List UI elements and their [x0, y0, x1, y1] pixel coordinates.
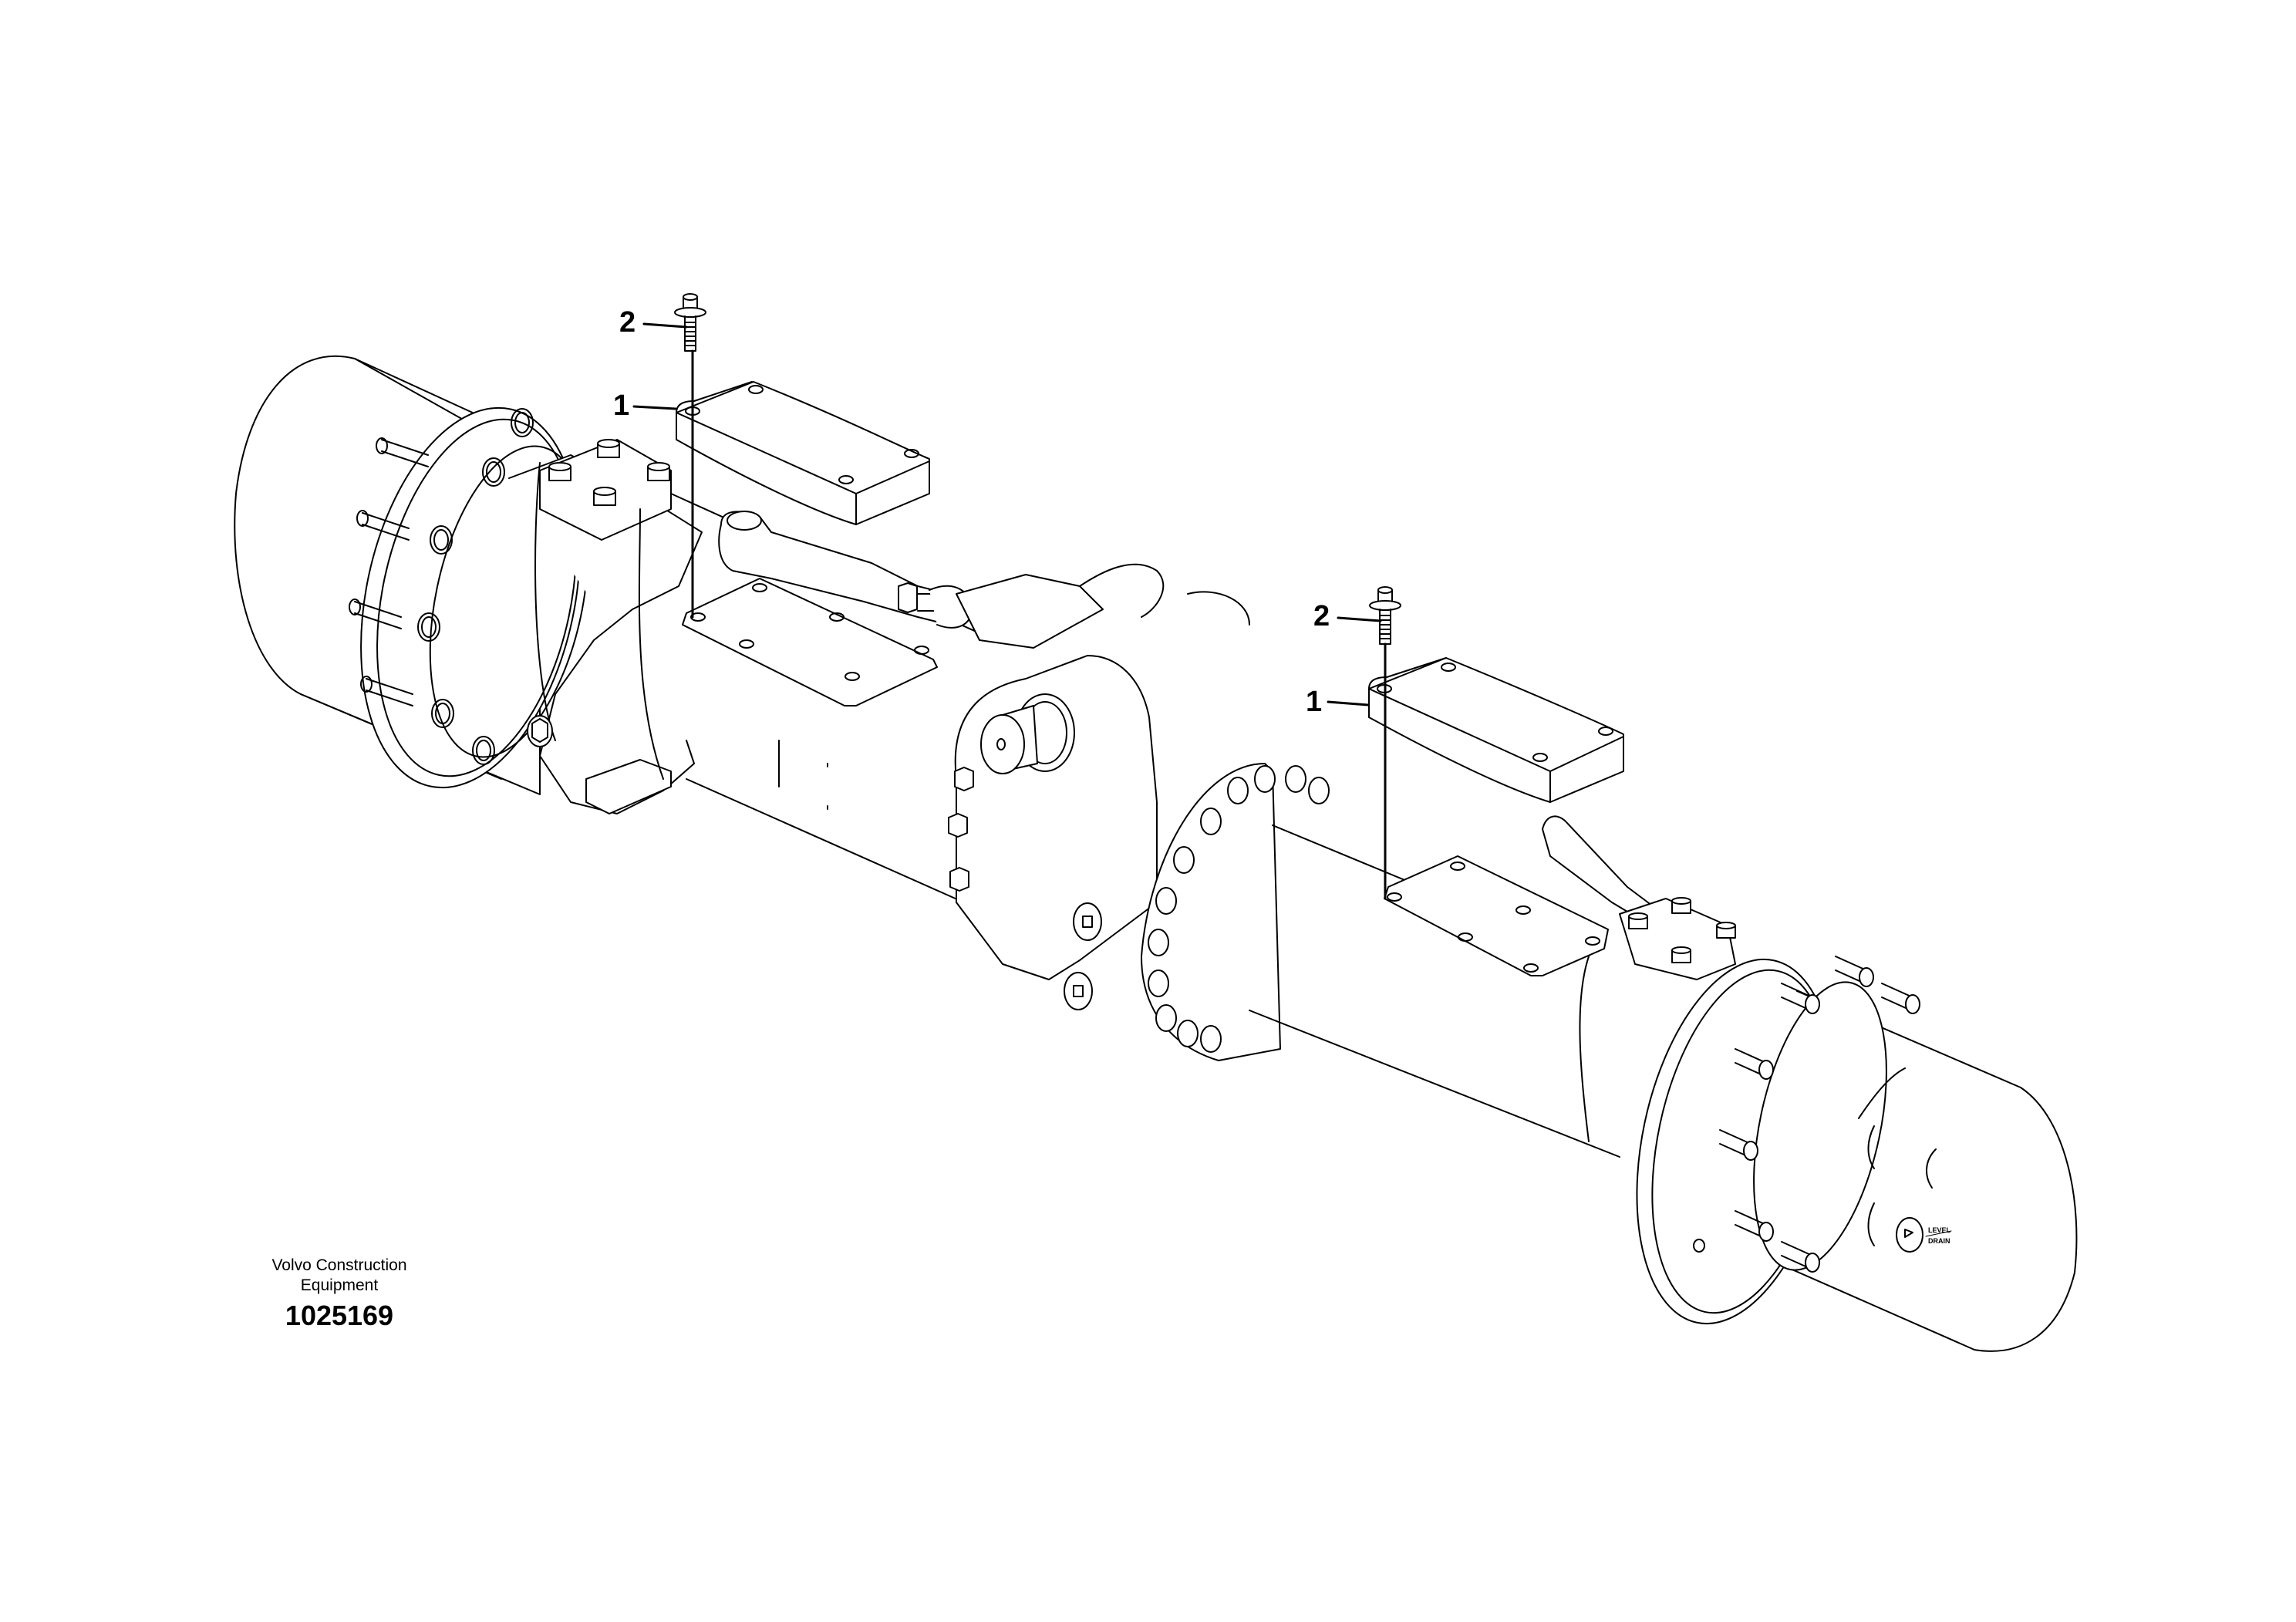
tie-rod — [718, 511, 1250, 649]
central-flange — [1141, 763, 1330, 1061]
right-base-plate — [1384, 855, 1609, 976]
hub-level-marking: LEVEL — [1928, 1226, 1951, 1234]
left-leader-1 — [632, 405, 677, 410]
left-bolt — [674, 293, 706, 352]
brand-line-2: Equipment — [300, 1276, 379, 1294]
callout-right-2: 2 — [1313, 600, 1330, 632]
right-leader-2 — [1337, 616, 1382, 622]
callout-right-1: 1 — [1306, 686, 1323, 718]
right-hub — [1636, 956, 2078, 1352]
center-differential — [948, 655, 1158, 1010]
wheel-studs-right — [1719, 956, 1920, 1273]
callout-left-1: 1 — [613, 389, 630, 422]
figure-number: 1025169 — [285, 1300, 394, 1331]
flange-bolts-left — [417, 408, 534, 765]
left-steering-knuckle — [508, 439, 703, 814]
left-leader-2 — [642, 322, 688, 329]
left-spacer-plate — [676, 381, 930, 525]
hub-drain-marking: DRAIN — [1928, 1237, 1950, 1245]
figure-caption: Volvo Construction Equipment 1025169 — [231, 1256, 447, 1333]
right-leader-1 — [1327, 700, 1370, 706]
brand-line-1: Volvo Construction — [271, 1256, 407, 1274]
right-bolt — [1369, 586, 1401, 645]
right-spacer-plate — [1368, 657, 1624, 803]
right-steering-arm — [1542, 815, 1736, 980]
left-base-plate — [682, 578, 938, 706]
bracket-bolts-left — [548, 439, 670, 506]
callout-left-2: 2 — [619, 306, 636, 339]
wheel-studs-left — [349, 437, 429, 706]
central-flange-bolts — [1148, 765, 1330, 1053]
bracket-bolts-right — [1628, 897, 1736, 963]
left-hub-flange — [349, 406, 589, 789]
